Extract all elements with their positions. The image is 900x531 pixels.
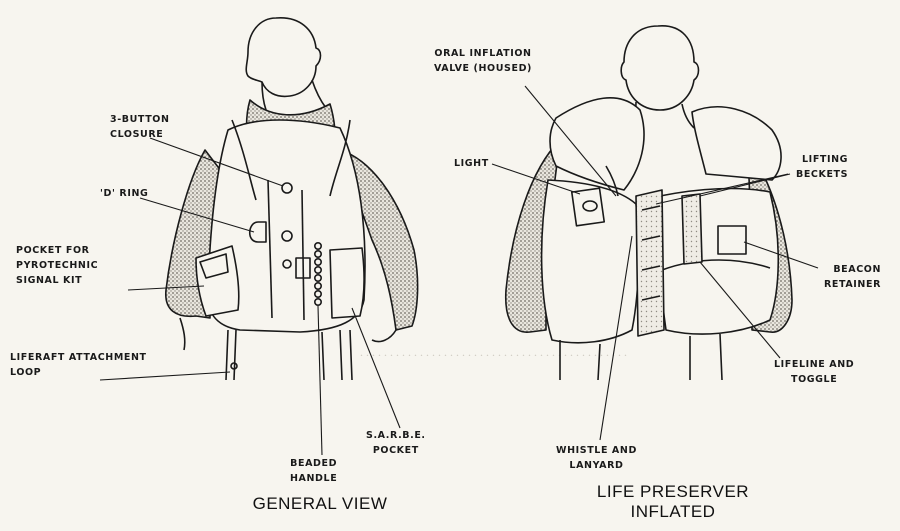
callout-beaded-handle: BEADED HANDLE	[290, 456, 337, 486]
callout-beacon-retainer: BEACON RETAINER	[824, 262, 881, 292]
callout-lifeline-toggle: LIFELINE AND TOGGLE	[774, 357, 854, 387]
caption-general-view: GENERAL VIEW	[245, 494, 395, 514]
general-view-figure	[166, 18, 418, 380]
callout-d-ring: 'D' RING	[100, 186, 148, 201]
inflated-figure	[506, 26, 792, 380]
light-shape	[572, 188, 604, 226]
callout-lifting-beckets: LIFTING BECKETS	[796, 152, 848, 182]
callout-pyrotechnic-pocket: POCKET FOR PYROTECHNIC SIGNAL KIT	[16, 243, 98, 288]
callout-oral-inflation-valve: ORAL INFLATION VALVE (HOUSED)	[434, 46, 532, 76]
head-left	[246, 18, 320, 97]
inflated-collar	[550, 98, 644, 190]
inflated-bladder-right	[659, 189, 778, 335]
callout-whistle-lanyard: WHISTLE AND LANYARD	[556, 443, 637, 473]
callout-light: LIGHT	[454, 156, 489, 171]
sarbe-pocket-shape	[330, 248, 364, 318]
caption-life-preserver-inflated: LIFE PRESERVER INFLATED	[578, 482, 768, 522]
callout-sarbe-pocket: S.A.R.B.E. POCKET	[366, 428, 426, 458]
head-right	[621, 26, 698, 110]
callout-liferaft-loop: LIFERAFT ATTACHMENT LOOP	[10, 350, 147, 380]
callout-3-button-closure: 3-BUTTON CLOSURE	[110, 112, 170, 142]
beacon-panel	[718, 226, 746, 254]
